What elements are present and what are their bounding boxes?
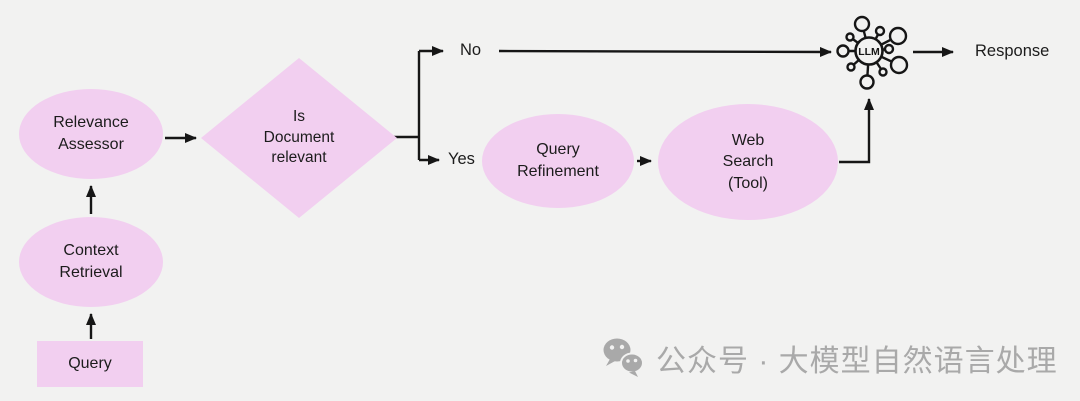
line-decision-branch-split (394, 51, 421, 160)
node-relevance-assessor: Relevance Assessor (19, 89, 163, 179)
wechat-icon (603, 338, 644, 377)
node-context-retrieval-label: Context Retrieval (59, 242, 123, 281)
node-query-refinement-label: Query Refinement (517, 141, 599, 180)
watermark-text: 公众号 · 大模型自然语言处理 (656, 345, 1058, 378)
node-decision-label: Is Document relevant (263, 107, 335, 167)
edge-label-no: No (460, 41, 482, 59)
node-web-search-tool: Web Search (Tool) (658, 104, 838, 220)
node-query-refinement: Query Refinement (482, 114, 634, 208)
response-label: Response (975, 42, 1050, 60)
watermark: 公众号 · 大模型自然语言处理 (602, 336, 1058, 380)
node-relevance-assessor-label: Relevance Assessor (53, 114, 129, 153)
node-web-search-label: Web Search (Tool) (722, 131, 774, 192)
llm-network-icon: LLM (836, 15, 909, 90)
arrow-no-to-llm (498, 46, 832, 57)
node-query: Query (37, 341, 143, 387)
node-query-label: Query (68, 355, 112, 373)
node-context-retrieval: Context Retrieval (19, 217, 163, 307)
edge-label-yes: Yes (448, 150, 475, 168)
arrow-websearch-to-llm (839, 98, 874, 164)
llm-icon-label: LLM (858, 46, 880, 58)
